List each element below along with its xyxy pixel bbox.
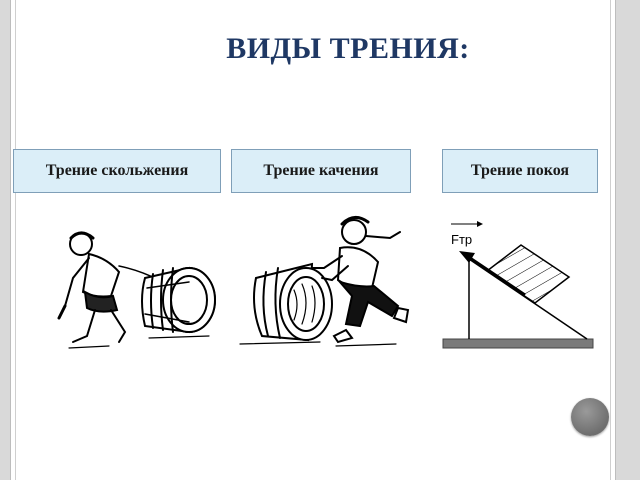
static-friction-diagram: Fтр — [441, 215, 601, 355]
rolling-barrel-illustration — [239, 216, 410, 347]
slide-title: ВИДЫ ТРЕНИЯ: — [226, 32, 470, 65]
slide: ВИДЫ ТРЕНИЯ: Трение скольжения Трение ка… — [10, 0, 616, 480]
label-rolling-friction: Трение качения — [231, 149, 411, 193]
label-sliding-friction: Трение скольжения — [13, 149, 221, 193]
label-static-friction: Трение покоя — [442, 149, 598, 193]
sliding-barrel-illustration — [57, 231, 216, 349]
incline-diagram — [442, 221, 594, 349]
slide-nav-button[interactable] — [571, 398, 609, 436]
friction-force-label: Fтр — [451, 232, 473, 247]
